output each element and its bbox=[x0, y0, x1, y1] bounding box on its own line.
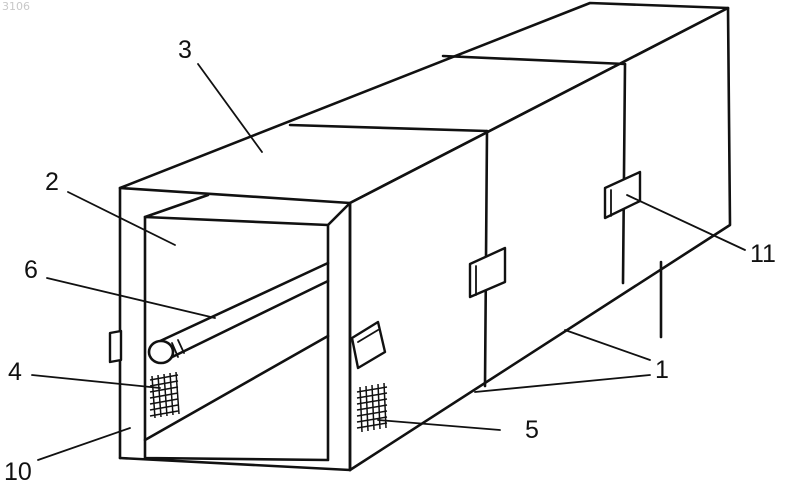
label-11: 11 bbox=[750, 240, 776, 268]
front-opening bbox=[145, 195, 350, 460]
label-2: 2 bbox=[45, 168, 59, 196]
rod-end-cap bbox=[149, 341, 173, 363]
inner-top-bevel-r bbox=[328, 203, 350, 225]
label-1: 1 bbox=[655, 356, 669, 384]
label-4: 4 bbox=[8, 358, 22, 386]
leader-10 bbox=[38, 428, 130, 460]
label-5: 5 bbox=[525, 416, 539, 444]
label-3: 3 bbox=[178, 36, 192, 64]
watermark-text: 3106 bbox=[2, 0, 30, 13]
fastener-left bbox=[110, 331, 121, 362]
inner-top-bevel bbox=[145, 195, 208, 217]
leader-4 bbox=[32, 375, 160, 388]
label-10: 10 bbox=[4, 458, 32, 486]
leader-1b bbox=[475, 375, 650, 392]
label-6: 6 bbox=[24, 256, 38, 284]
leader-1a bbox=[565, 330, 650, 360]
leader-3 bbox=[198, 64, 262, 152]
